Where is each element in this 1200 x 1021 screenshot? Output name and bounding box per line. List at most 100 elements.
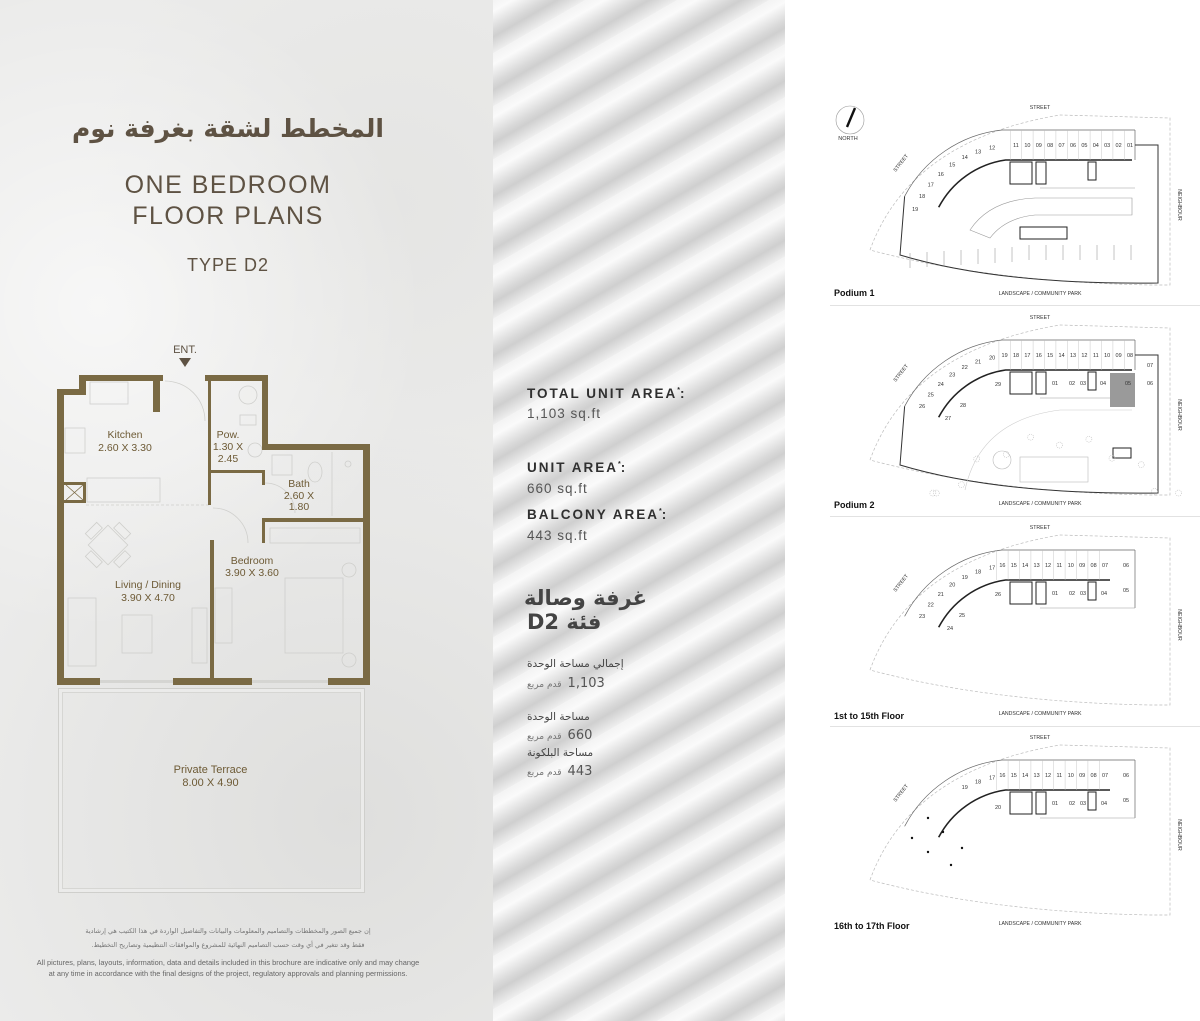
- street-label: STREET: [1030, 105, 1051, 111]
- arabic-total-label: إجمالي مساحة الوحدة: [527, 658, 624, 670]
- unit-number: 25: [928, 392, 934, 398]
- unit-number: 05: [1081, 143, 1087, 149]
- terrace-dims: 8.00 X 4.90: [182, 777, 239, 789]
- arabic-unit-label: مساحة الوحدة: [527, 711, 590, 723]
- column: [941, 830, 945, 834]
- core: [1035, 791, 1047, 815]
- unit-number: 17: [989, 775, 995, 781]
- unit-number: 14: [962, 155, 968, 161]
- unit-number: 16: [999, 563, 1005, 569]
- tree-icon: [1137, 461, 1145, 468]
- tree-icon: [973, 455, 981, 463]
- unit-number: 17: [1024, 353, 1030, 359]
- unit-number: 11: [1093, 353, 1099, 359]
- site-plans-panel: [785, 0, 1200, 1021]
- unit-number: 22: [962, 365, 968, 371]
- living-dims: 3.90 X 4.70: [121, 592, 175, 604]
- powder-label: Pow.: [217, 429, 240, 441]
- unit-number: 24: [938, 382, 944, 388]
- site-plan-title: Podium 1: [834, 288, 875, 298]
- unit-type: TYPE D2: [186, 255, 270, 275]
- unit-area-label: UNIT AREA*:: [527, 460, 628, 475]
- core: [1087, 791, 1097, 811]
- private-terrace: [58, 688, 365, 893]
- street-label: STREET: [893, 573, 911, 593]
- unit-number: 05: [1125, 381, 1131, 387]
- unit-number: 10: [1024, 143, 1030, 149]
- tree-icon: [929, 489, 937, 497]
- arabic-balcony-value: 443قدم مربع: [527, 764, 593, 779]
- disclaimer-ar-1: إن جميع الصور والمخططات والتصاميم والمعل…: [85, 927, 371, 935]
- unit-number: 12: [1081, 353, 1087, 359]
- unit-number: 07: [1102, 563, 1108, 569]
- unit-number: 15: [1047, 353, 1053, 359]
- unit-number: 24: [947, 626, 953, 632]
- disclaimer-en-2: at any time in accordance with the final…: [48, 969, 408, 978]
- unit-number: 26: [919, 404, 925, 410]
- unit-number: 11: [1057, 563, 1063, 569]
- unit-number: 16: [999, 773, 1005, 779]
- unit-number: 01: [1127, 143, 1133, 149]
- terrace-label: Private Terrace: [173, 764, 248, 776]
- unit-number: 21: [975, 359, 981, 365]
- kitchen-dims: 2.60 X 3.30: [98, 442, 152, 454]
- street-label: STREET: [1030, 525, 1051, 531]
- unit-number: 01: [1052, 591, 1058, 597]
- ramp: [1019, 226, 1068, 240]
- core: [1035, 581, 1047, 605]
- unit-number: 12: [1045, 563, 1051, 569]
- tree-icon: [1003, 451, 1010, 458]
- unit-number: 08: [1127, 353, 1133, 359]
- bedroom-label: Bedroom: [231, 555, 274, 567]
- windows: [100, 680, 328, 683]
- unit-number: 23: [919, 614, 925, 620]
- core: [1009, 161, 1033, 185]
- divider: [830, 516, 1200, 517]
- disclaimer-ar-2: فقط وقد تتغير في أي وقت حسب التصاميم الن…: [91, 941, 365, 949]
- unit-number: 03: [1080, 591, 1086, 597]
- highlighted-unit: [1110, 373, 1135, 407]
- arabic-heading-1: غرفة وصالة: [523, 586, 647, 610]
- unit-number: 20: [989, 355, 995, 361]
- walls: [57, 375, 370, 685]
- area-info-panel: [493, 0, 785, 1021]
- arabic-total-value: 1,103قدم مربع: [527, 676, 605, 691]
- unit-number: 21: [938, 592, 944, 598]
- unit-number: 13: [1034, 773, 1040, 779]
- core: [1087, 371, 1097, 391]
- unit-number: 01: [1052, 801, 1058, 807]
- unit-number: 25: [959, 613, 965, 619]
- unit-number: 18: [975, 569, 981, 575]
- unit-number: 14: [1022, 773, 1028, 779]
- unit-number: 17: [928, 182, 934, 188]
- unit-number: 09: [1079, 773, 1085, 779]
- unit-number: 16: [1036, 353, 1042, 359]
- total-area-value: 1,103 sq.ft: [527, 406, 602, 421]
- unit-number: 09: [1079, 563, 1085, 569]
- disclaimer-en-1: All pictures, plans, layouts, informatio…: [36, 958, 420, 967]
- unit-number: 15: [949, 163, 955, 169]
- unit-number: 19: [912, 207, 918, 213]
- core: [1087, 581, 1097, 601]
- unit-number: 22: [928, 602, 934, 608]
- unit-number: 04: [1093, 143, 1099, 149]
- podium-outline: [899, 144, 1159, 284]
- neighbour-label: NEIGHBOUR: [1176, 609, 1182, 641]
- corridor: [937, 369, 1132, 418]
- column: [960, 846, 964, 850]
- unit-number: 13: [1070, 353, 1076, 359]
- building-outline: [904, 549, 1135, 617]
- unit-number: 02: [1069, 381, 1075, 387]
- unit-number: 11: [1013, 143, 1019, 149]
- garden-path: [964, 409, 1132, 491]
- shaft-icon: [65, 484, 84, 501]
- unit-number: 12: [1045, 773, 1051, 779]
- total-area-label: TOTAL UNIT AREA*:: [527, 386, 687, 401]
- north-label: NORTH: [838, 136, 857, 142]
- floor-plan-panel: [0, 0, 493, 1021]
- tree-icon: [1027, 433, 1034, 441]
- unit-number: 05: [1123, 798, 1129, 804]
- unit-number: 06: [1123, 563, 1129, 569]
- unit-number: 13: [1034, 563, 1040, 569]
